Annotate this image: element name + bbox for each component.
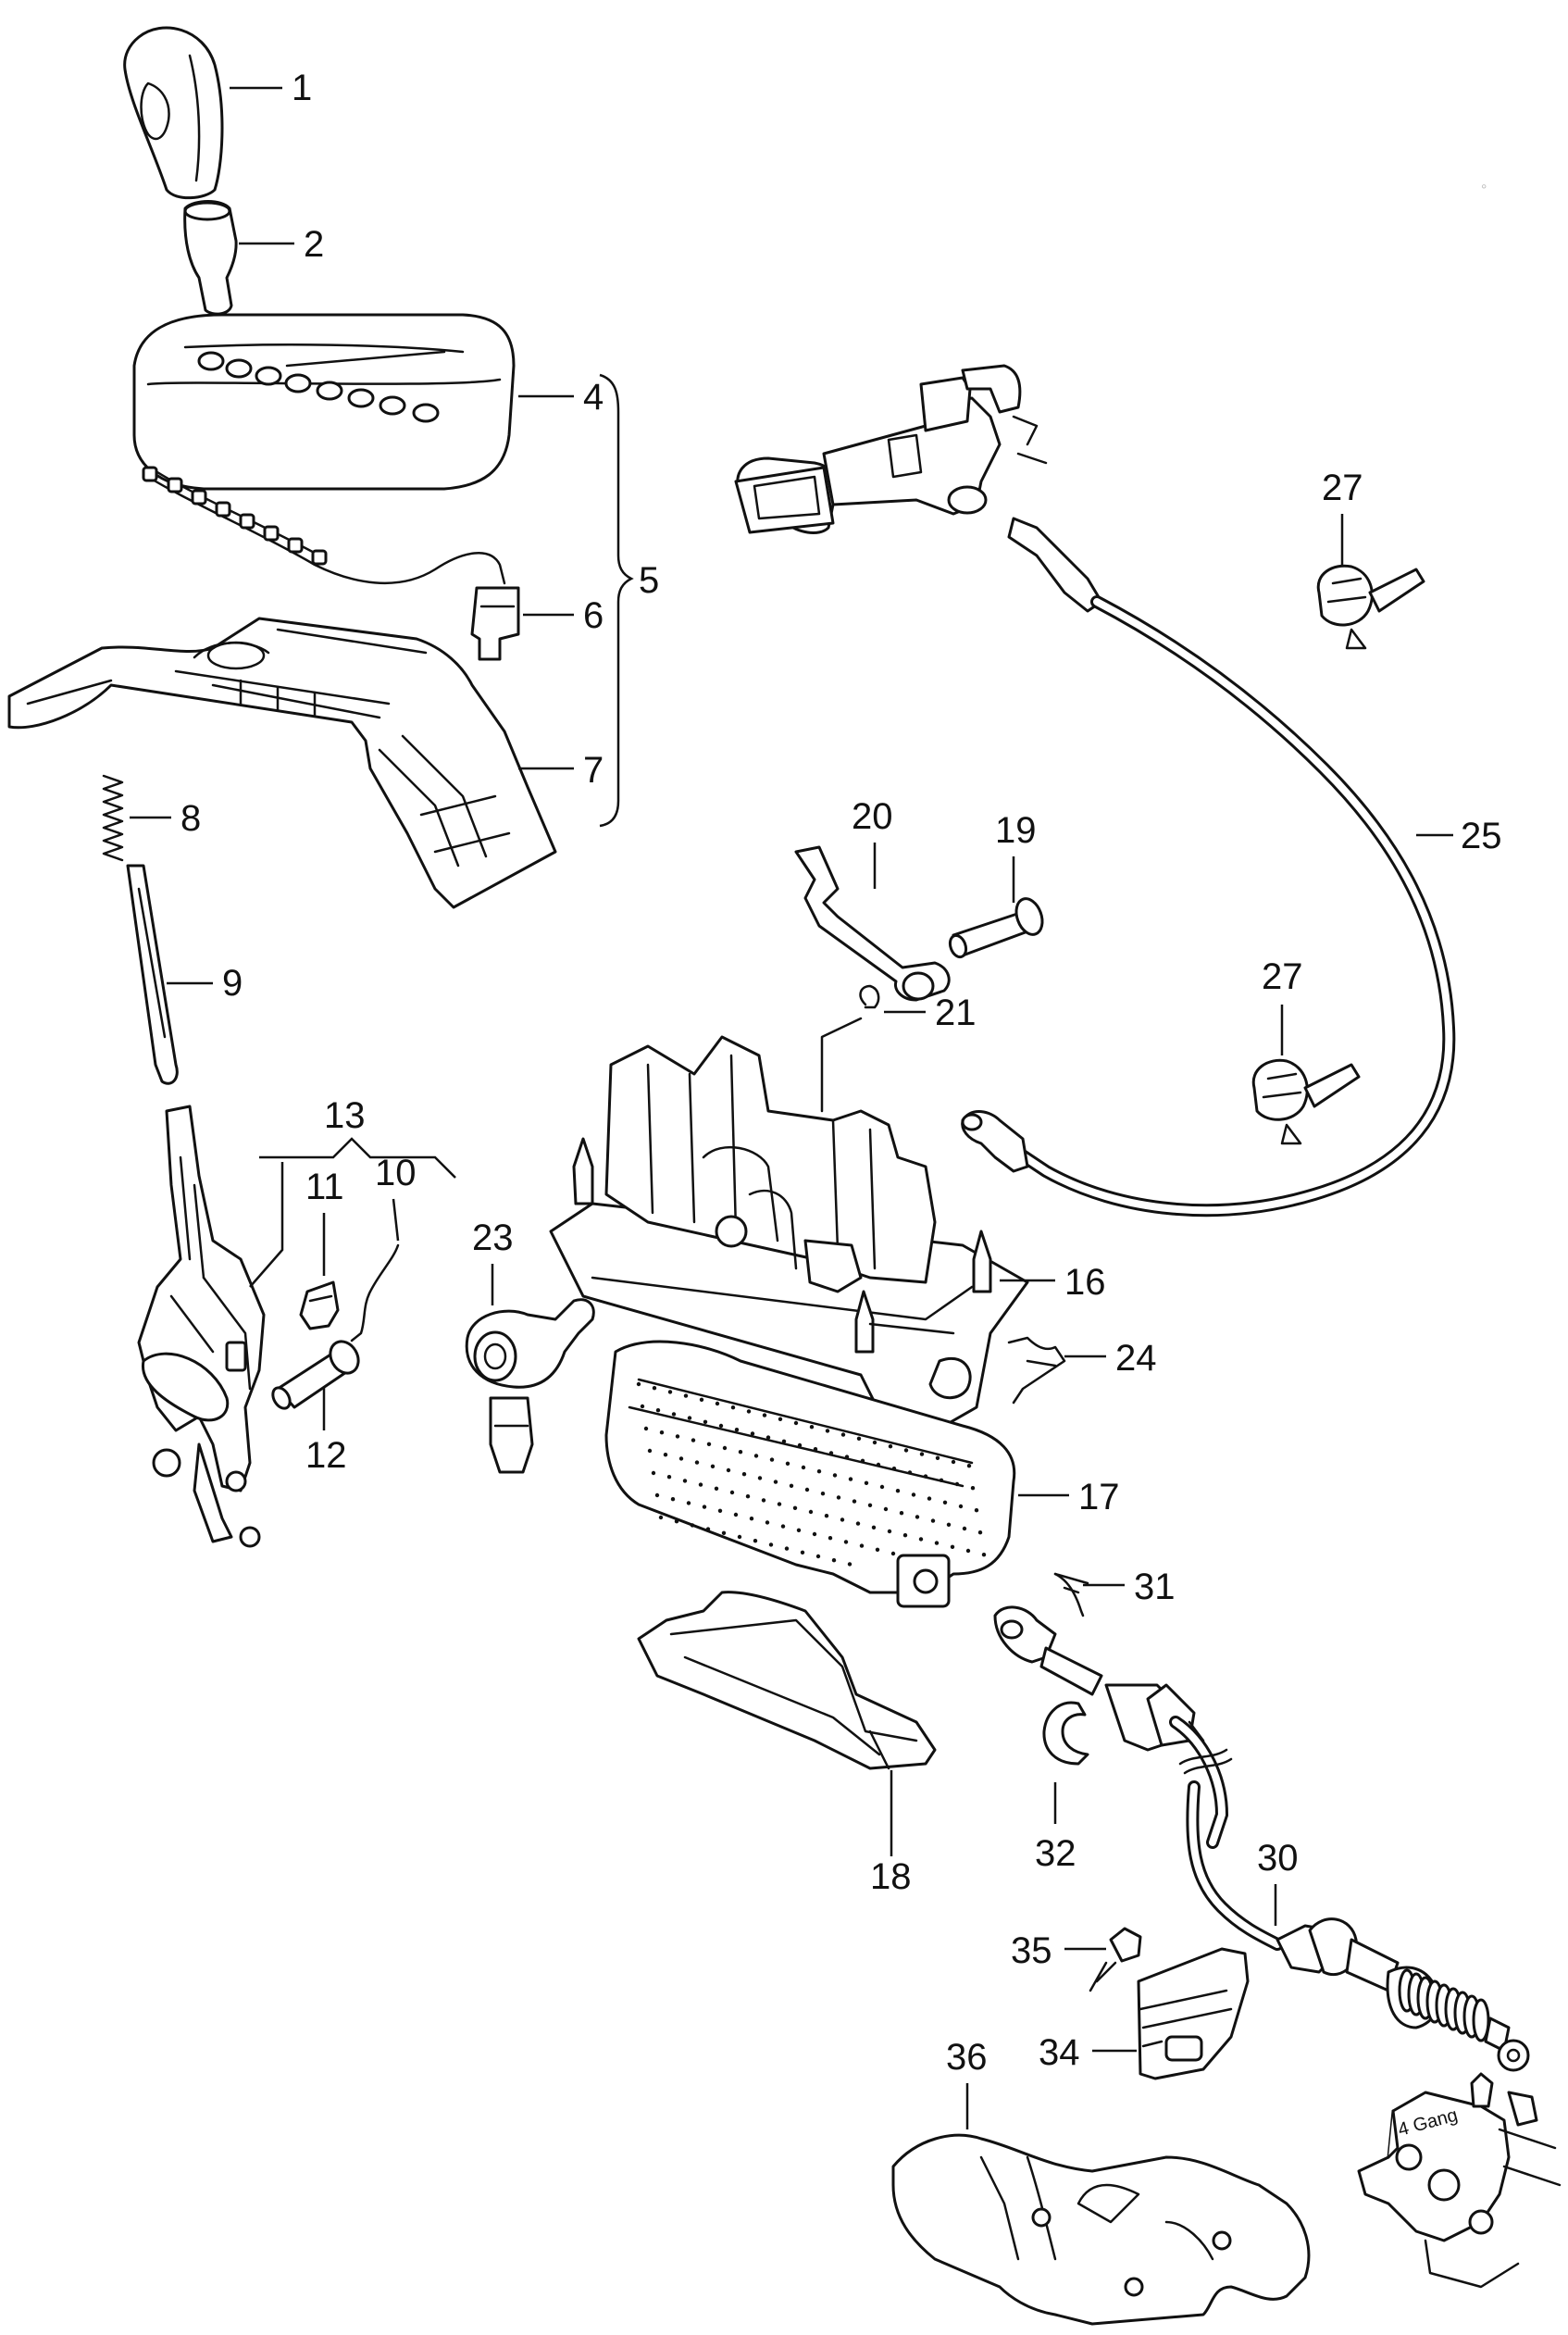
- c-clip-part[interactable]: [1042, 1701, 1089, 1766]
- callout-number: 36: [946, 2037, 988, 2078]
- callout-number: 18: [870, 1856, 912, 1897]
- callout-number: 19: [995, 810, 1037, 851]
- callout-24: 24: [1064, 1338, 1157, 1379]
- callout-4: 4: [518, 377, 604, 418]
- callout-9: 9: [167, 963, 243, 1004]
- callout-number: 16: [1064, 1262, 1106, 1303]
- callout-35: 35: [1011, 1930, 1106, 1971]
- callout-number: 27: [1322, 468, 1363, 508]
- callout-number: 21: [935, 993, 977, 1033]
- wire-spring-part[interactable]: [350, 1243, 400, 1342]
- callout-number: 4: [583, 377, 604, 418]
- callout-25: 25: [1416, 816, 1502, 856]
- heat-shield-part[interactable]: [891, 2133, 1311, 2326]
- callout-number: 9: [222, 963, 243, 1004]
- callout-27-lower: 27: [1262, 956, 1303, 1055]
- knob-insert-part[interactable]: [183, 200, 238, 316]
- callout-31: 31: [1083, 1567, 1176, 1607]
- dot-texture: [636, 1381, 987, 1567]
- cover-plate-part[interactable]: [637, 1591, 937, 1770]
- callout-10: 10: [375, 1153, 417, 1242]
- callout-number: 32: [1035, 1833, 1076, 1874]
- callout-number: 8: [180, 798, 201, 839]
- callout-16: 16: [1000, 1262, 1106, 1303]
- callout-18: 18: [870, 1770, 912, 1897]
- selector-lever-assembly-part[interactable]: [137, 1105, 266, 1548]
- callout-21: 21: [884, 993, 977, 1033]
- callout-number: 2: [304, 224, 324, 265]
- shift-cable-part[interactable]: [993, 1605, 1530, 2072]
- callout-1: 1: [230, 68, 312, 108]
- callout-27-upper: 27: [1322, 468, 1363, 565]
- pivot-bolt-part[interactable]: [269, 1336, 364, 1411]
- callout-19: 19: [995, 810, 1037, 903]
- callout-number: 25: [1461, 816, 1502, 856]
- corner-mark: °: [1481, 182, 1487, 198]
- callout-8: 8: [130, 798, 201, 839]
- callout-number: 5: [639, 560, 659, 601]
- callout-number: 24: [1115, 1338, 1157, 1379]
- retaining-clip-part[interactable]: [1007, 1336, 1066, 1405]
- ignition-lock-part[interactable]: [734, 364, 1103, 613]
- callout-number: 1: [292, 68, 312, 108]
- callout-number: 17: [1078, 1477, 1120, 1517]
- callout-number: 31: [1134, 1567, 1176, 1607]
- callout-number: 27: [1262, 956, 1303, 997]
- small-clip-part[interactable]: [1053, 1572, 1089, 1617]
- callout-17: 17: [1018, 1477, 1120, 1517]
- callout-number: 6: [583, 595, 604, 636]
- callout-13-bracket: 13: [249, 1095, 456, 1288]
- spring-part[interactable]: [102, 774, 124, 862]
- circlip-part[interactable]: [820, 984, 880, 1113]
- callout-number: 35: [1011, 1930, 1052, 1971]
- selector-housing-part[interactable]: [549, 1035, 1029, 1446]
- callout-7: 7: [518, 750, 604, 791]
- callout-number: 23: [472, 1217, 514, 1258]
- gearbox-selector-part[interactable]: 4 Gang: [1357, 2072, 1562, 2289]
- callout-number: 34: [1039, 2032, 1080, 2073]
- callout-34: 34: [1039, 2032, 1137, 2073]
- housing-base-part[interactable]: [604, 1340, 1016, 1608]
- bellows-rings: [1398, 1968, 1490, 2042]
- callout-23: 23: [472, 1217, 514, 1305]
- locking-lever-part[interactable]: [794, 845, 951, 1002]
- selector-cover-part[interactable]: [132, 313, 516, 491]
- pin-part[interactable]: [947, 895, 1047, 959]
- wiring-harness-part[interactable]: [142, 466, 520, 661]
- callout-number: 11: [305, 1167, 344, 1207]
- clip-part[interactable]: [299, 1280, 340, 1330]
- callout-5-bracket: 5: [599, 373, 659, 828]
- callout-number: 12: [305, 1435, 347, 1476]
- callout-number: 7: [583, 750, 604, 791]
- lock-cable-part[interactable]: [961, 595, 1456, 1217]
- callout-12: 12: [305, 1387, 347, 1476]
- callout-number: 30: [1257, 1838, 1299, 1879]
- cable-clip-upper-part[interactable]: [1316, 564, 1425, 650]
- callout-36: 36: [946, 2037, 988, 2129]
- mounting-bracket-part[interactable]: [1137, 1947, 1250, 2080]
- callout-number: 13: [324, 1095, 366, 1136]
- gear-knob-part[interactable]: [123, 26, 224, 200]
- callout-11: 11: [305, 1167, 344, 1276]
- callout-number: 20: [852, 796, 893, 837]
- gate-housing-part[interactable]: [7, 617, 557, 909]
- cable-clip-lower-part[interactable]: [1251, 1058, 1361, 1145]
- selector-rod-part[interactable]: [126, 864, 179, 1085]
- lock-switch-part[interactable]: [465, 1298, 595, 1474]
- callout-2: 2: [239, 224, 324, 265]
- screw-part[interactable]: [1089, 1927, 1142, 1992]
- callout-32: 32: [1035, 1782, 1076, 1874]
- callout-6: 6: [523, 595, 604, 636]
- callout-30: 30: [1257, 1838, 1299, 1926]
- callout-20: 20: [852, 796, 893, 889]
- callout-number: 10: [375, 1153, 417, 1193]
